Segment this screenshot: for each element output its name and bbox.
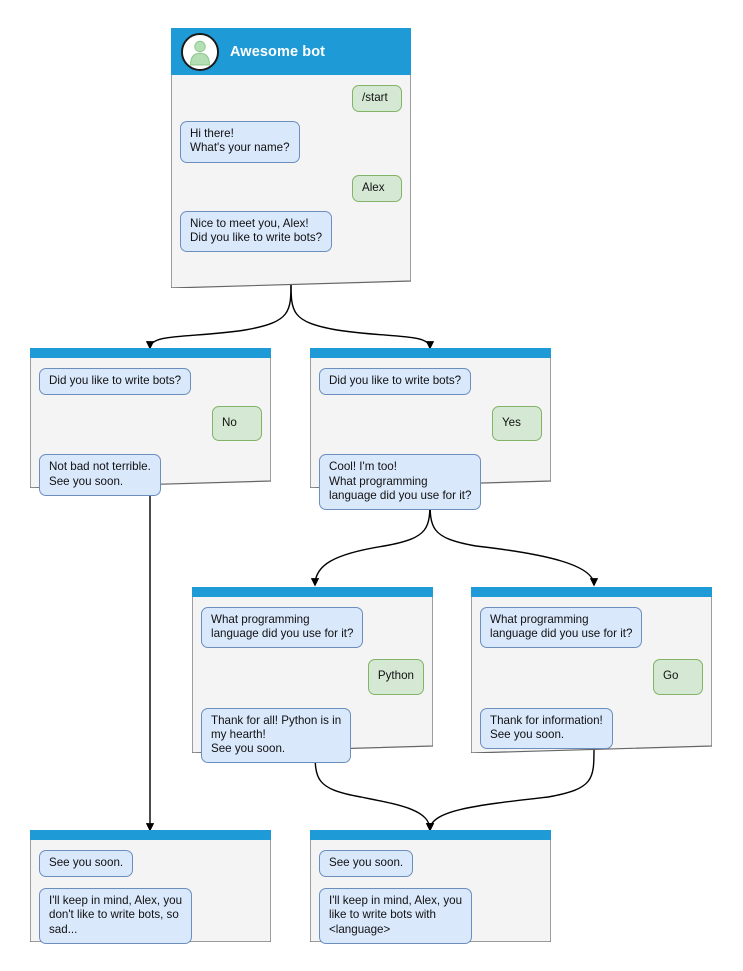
bot-message-bubble[interactable]: Hi there! What's your name? xyxy=(180,121,300,163)
bot-message-bubble[interactable]: See you soon. xyxy=(319,850,414,878)
chat-row: Thank for information! See you soon. xyxy=(480,707,703,750)
bot-message-bubble[interactable]: Not bad not terrible. See you soon. xyxy=(39,454,161,496)
node-header-bar xyxy=(192,587,433,597)
chat-row: Did you like to write bots? xyxy=(39,368,262,396)
chat-row: Yes xyxy=(319,406,542,442)
node-header-bar xyxy=(310,348,551,358)
chat-row: See you soon. xyxy=(319,850,542,878)
chat-row: Did you like to write bots? xyxy=(319,368,542,396)
bot-message-bubble[interactable]: I'll keep in mind, Alex, you like to wri… xyxy=(319,888,473,944)
chat-row: /start xyxy=(180,85,402,113)
bot-message-bubble[interactable]: Thank for information! See you soon. xyxy=(480,707,613,750)
edge-root-to-yes xyxy=(290,280,435,350)
chat-row: Cool! I'm too! What programming language… xyxy=(319,454,542,511)
end-sad-node[interactable]: See you soon. I'll keep in mind, Alex, y… xyxy=(30,830,271,944)
bot-message-bubble[interactable]: Thank for all! Python is in my hearth! S… xyxy=(201,707,352,764)
person-avatar-icon xyxy=(181,32,219,71)
bot-message-bubble[interactable]: Nice to meet you, Alex! Did you like to … xyxy=(180,210,333,253)
bot-message-bubble[interactable]: What programming language did you use fo… xyxy=(201,607,364,649)
chat-transcript: /start Hi there! What's your name? Alex … xyxy=(171,75,411,261)
chat-transcript: What programming language did you use fo… xyxy=(471,597,712,758)
bot-message-bubble[interactable]: I'll keep in mind, Alex, you don't like … xyxy=(39,888,193,944)
chat-row: What programming language did you use fo… xyxy=(480,607,703,649)
bot-title: Awesome bot xyxy=(230,43,326,60)
chat-transcript: See you soon. I'll keep in mind, Alex, y… xyxy=(310,840,551,953)
root-chat-node[interactable]: Awesome bot /start Hi there! What's your… xyxy=(171,28,411,288)
edge-go-to-end-happy xyxy=(425,747,595,832)
bot-message-bubble[interactable]: Did you like to write bots? xyxy=(39,368,192,396)
chat-row: Hi there! What's your name? xyxy=(180,121,402,163)
user-message-bubble[interactable]: No xyxy=(212,406,262,442)
node-header-bar xyxy=(310,830,551,840)
chat-transcript: Did you like to write bots? No Not bad n… xyxy=(30,358,271,505)
node-header-bar xyxy=(30,830,271,840)
chat-row: I'll keep in mind, Alex, you don't like … xyxy=(39,888,262,944)
chat-row: What programming language did you use fo… xyxy=(201,607,424,649)
no-branch-node[interactable]: Did you like to write bots? No Not bad n… xyxy=(30,348,271,496)
chat-row: Not bad not terrible. See you soon. xyxy=(39,454,262,496)
chat-row: Alex xyxy=(180,174,402,202)
user-message-bubble[interactable]: Alex xyxy=(352,174,402,202)
chat-row: I'll keep in mind, Alex, you like to wri… xyxy=(319,888,542,944)
chat-row: Nice to meet you, Alex! Did you like to … xyxy=(180,210,402,253)
edge-root-to-no xyxy=(145,280,292,350)
end-happy-node[interactable]: See you soon. I'll keep in mind, Alex, y… xyxy=(310,830,551,944)
user-message-bubble[interactable]: Go xyxy=(653,659,703,695)
chat-row: Go xyxy=(480,659,703,695)
bot-message-bubble[interactable]: What programming language did you use fo… xyxy=(480,607,643,649)
node-header-bar xyxy=(30,348,271,358)
user-message-bubble[interactable]: Python xyxy=(367,659,424,695)
bot-message-bubble[interactable]: Cool! I'm too! What programming language… xyxy=(319,454,482,511)
chat-transcript: What programming language did you use fo… xyxy=(192,597,433,772)
bot-message-bubble[interactable]: See you soon. xyxy=(39,850,134,878)
chat-row: No xyxy=(39,406,262,442)
node-header-bar: Awesome bot xyxy=(171,28,411,75)
go-branch-node[interactable]: What programming language did you use fo… xyxy=(471,587,712,753)
yes-branch-node[interactable]: Did you like to write bots? Yes Cool! I'… xyxy=(310,348,551,511)
node-header-bar xyxy=(471,587,712,597)
user-message-bubble[interactable]: Yes xyxy=(492,406,542,442)
python-branch-node[interactable]: What programming language did you use fo… xyxy=(192,587,433,764)
chat-row: See you soon. xyxy=(39,850,262,878)
user-message-bubble[interactable]: /start xyxy=(352,85,402,113)
chat-row: Python xyxy=(201,659,424,695)
bot-message-bubble[interactable]: Did you like to write bots? xyxy=(319,368,472,396)
chat-transcript: Did you like to write bots? Yes Cool! I'… xyxy=(310,358,551,519)
chat-transcript: See you soon. I'll keep in mind, Alex, y… xyxy=(30,840,271,953)
chat-row: Thank for all! Python is in my hearth! S… xyxy=(201,707,424,764)
